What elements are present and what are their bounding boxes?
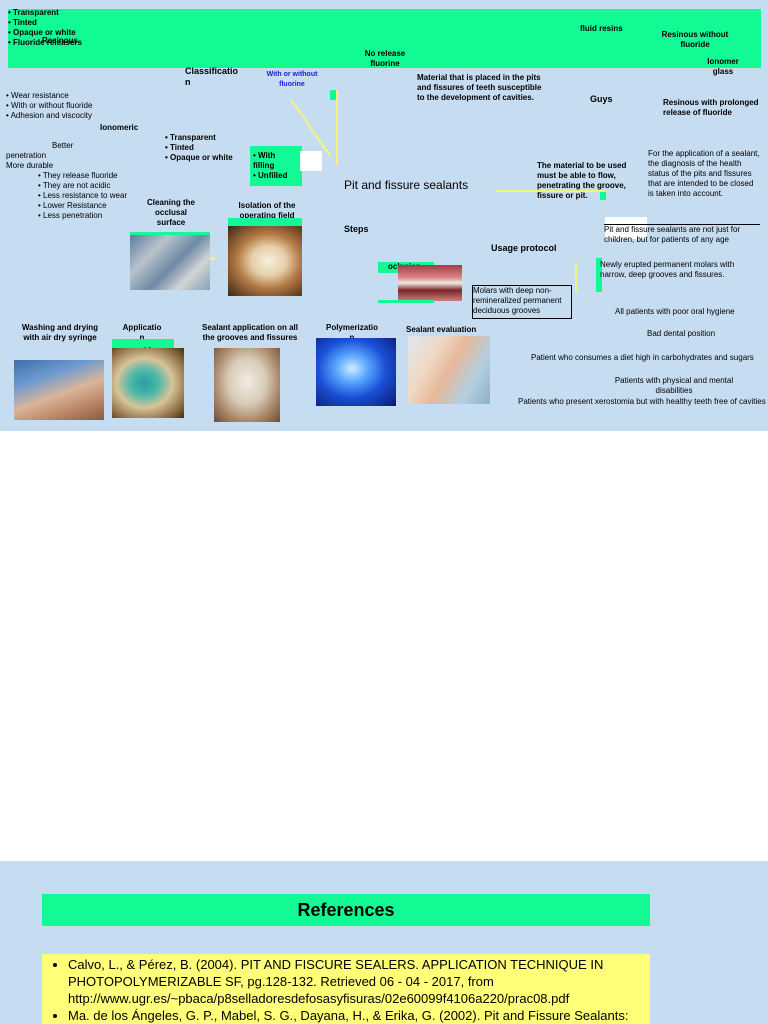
note-box (605, 217, 647, 239)
definition-text: Material that is placed in the pits and … (417, 73, 542, 102)
isolation-label-box (228, 218, 302, 226)
poor-hygiene-text: All patients with poor oral hygiene (615, 307, 735, 316)
properties-list: Wear resistance With or without fluoride… (6, 91, 96, 121)
connector-line (495, 190, 605, 192)
list-item: Transparent (8, 8, 82, 18)
list-item: Tinted (8, 18, 82, 28)
sealant-application-photo (214, 348, 280, 422)
newly-erupted-text: Newly erupted permanent molars with narr… (600, 260, 735, 279)
top-banner (8, 9, 761, 68)
step-evaluation-label: Sealant evaluation (406, 325, 477, 334)
connector-line (336, 90, 338, 165)
list-item: Adhesion and viscocity (6, 111, 96, 121)
guys-label: Guys (590, 94, 613, 104)
list-item: Lower Resistance (38, 201, 128, 211)
resinous-overlay-label: Resinous (42, 36, 79, 45)
list-item: Unfilled (253, 171, 298, 181)
cleaning-marker (130, 232, 210, 235)
references-slide: References Calvo, L., & Pérez, B. (2004)… (0, 861, 768, 1024)
usage-protocol-label: Usage protocol (491, 243, 557, 253)
washing-photo (14, 360, 104, 420)
oclusion-marker (378, 300, 434, 303)
list-item: Tinted (165, 143, 235, 153)
list-item: Opaque or white (165, 153, 235, 163)
diet-text: Patient who consumes a diet high in carb… (531, 353, 754, 362)
diagnosis-text: For the application of a sealant, the di… (648, 149, 760, 198)
step-polymerization-label: Polymerizatio n (325, 323, 378, 342)
resinous-without-fluoride-label: Resinous without fluoride (661, 30, 729, 49)
acid-application-photo (112, 348, 184, 418)
filling-list: With filling Unfilled (253, 151, 298, 181)
list-item: With filling (253, 151, 298, 171)
classification-label: Classificatio n (185, 66, 239, 87)
better-penetration-text: Better penetration (6, 141, 74, 160)
resinous-prolonged-label: Resinous with prolonged release of fluor… (663, 98, 759, 117)
cleaning-photo (130, 234, 210, 290)
isolation-photo (228, 226, 302, 296)
connector-line (205, 257, 215, 260)
references-list: Calvo, L., & Pérez, B. (2004). PIT AND F… (50, 956, 642, 1024)
step-washing-label: Washing and drying with air dry syringe (21, 323, 99, 342)
not-just-children-text: Pit and fissure sealants are not just fo… (604, 224, 760, 245)
list-item: Opaque or white (8, 28, 82, 38)
references-heading: References (42, 894, 650, 926)
list-item: Less penetration (38, 211, 128, 221)
connector-marker (596, 258, 602, 292)
mindmap-slide: Transparent Tinted Opaque or white Fluor… (0, 0, 768, 431)
evaluation-photo (408, 336, 490, 404)
fluid-resins-label: fluid resins (580, 24, 623, 33)
ionomer-properties-list: They release fluoride They are not acidi… (38, 171, 128, 221)
with-or-without-fluorine-label: With or without fluorine (266, 71, 318, 88)
list-item: Fluoride releasers (8, 38, 82, 48)
list-item: Wear resistance (6, 91, 96, 101)
filling-box-gap (300, 151, 322, 171)
list-item: Transparent (165, 133, 235, 143)
list-item: With or without fluoride (6, 101, 96, 111)
connector-marker (330, 90, 336, 100)
step-cleaning-label: Cleaning the occlusal surface (146, 198, 195, 227)
ionomer-glass-label: Ionomer glass (707, 57, 739, 76)
connector-line (575, 262, 577, 292)
slide-title: Pit and fissure sealants (344, 178, 469, 192)
reference-item: Ma. de los Ángeles, G. P., Mabel, S. G.,… (68, 1007, 642, 1024)
polymerization-photo (316, 338, 396, 406)
step-isolation-label: Isolation of the operating field (238, 201, 296, 220)
disabilities-text: Patients with physical and mental disabi… (614, 376, 734, 395)
more-durable-text: More durable (6, 161, 54, 170)
list-item: They are not acidic (38, 181, 128, 191)
top-banner-list: Transparent Tinted Opaque or white Fluor… (8, 8, 82, 48)
bad-position-text: Bad dental position (647, 329, 716, 338)
list-item: They release fluoride (38, 171, 128, 181)
list-item: Less resistance to wear (38, 191, 128, 201)
oclusion-photo (398, 265, 462, 301)
no-release-fluorine-label: No release fluorine (364, 49, 406, 68)
appearance-list: Transparent Tinted Opaque or white (165, 133, 235, 163)
references-box: Calvo, L., & Pérez, B. (2004). PIT AND F… (42, 954, 650, 1024)
connector-marker (600, 192, 606, 200)
step-sealant-application-label: Sealant application on all the grooves a… (201, 323, 299, 342)
ionomeric-label: Ionomeric (100, 123, 139, 132)
xerostomia-text: Patients who present xerostomia but with… (518, 397, 766, 406)
application-label-box (112, 339, 174, 348)
reference-item: Calvo, L., & Pérez, B. (2004). PIT AND F… (68, 956, 642, 1007)
flow-text: The material to be used must be able to … (537, 161, 627, 200)
steps-label: Steps (344, 224, 369, 234)
molars-deep-text: Molars with deep non-remineralized perma… (472, 285, 572, 319)
step-application-label: Applicatio n (122, 323, 162, 342)
